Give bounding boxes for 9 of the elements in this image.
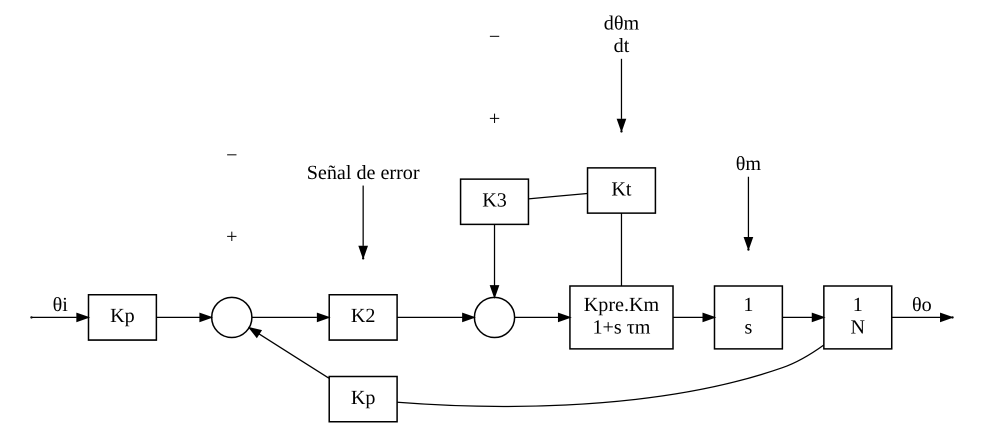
node-text: Señal de error (306, 162, 420, 184)
label: + (226, 226, 237, 248)
label: − (488, 26, 500, 48)
label: − (226, 144, 237, 166)
label: + (488, 108, 500, 130)
node-text: dθm dt (603, 12, 639, 57)
edge-label: θo (912, 294, 932, 316)
edge-label: θi (52, 294, 68, 316)
node-text: θm (735, 153, 761, 176)
